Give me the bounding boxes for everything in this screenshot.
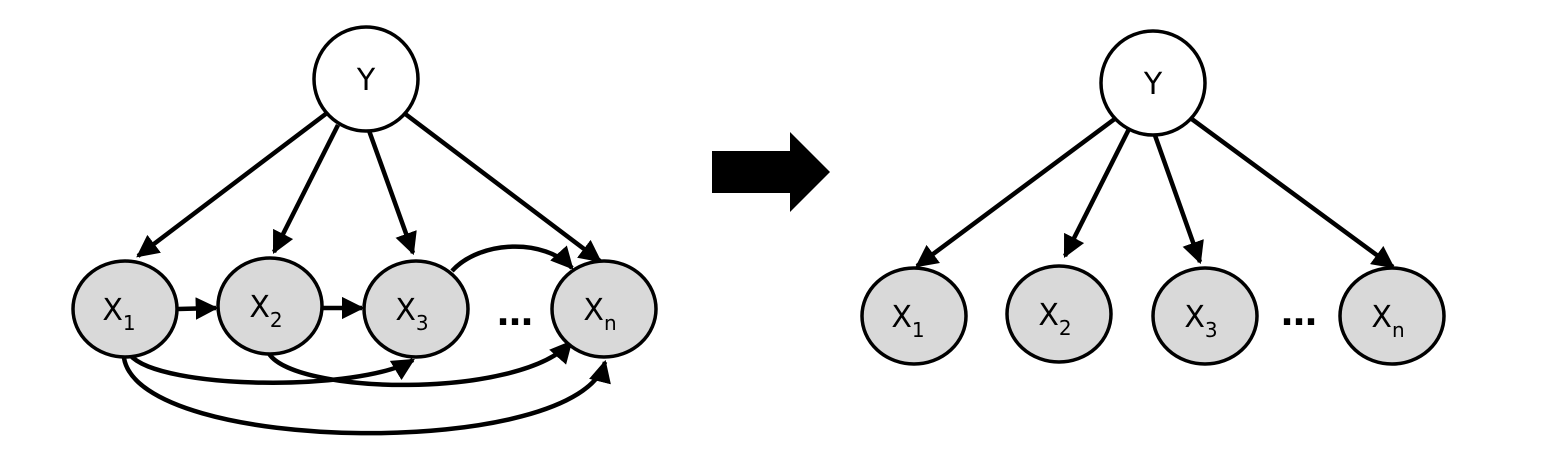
svg-text:X2: X2 [249,290,282,332]
left-edge-y-x2 [271,123,341,255]
svg-text:X3: X3 [1184,300,1217,342]
svg-text:Y: Y [356,63,376,98]
right-node-x2: X2 [1005,264,1113,364]
right-class-edges [915,113,1395,269]
right-node-y: Y [1099,29,1207,137]
right-node-x3: X3 [1151,266,1259,366]
svg-text:X1: X1 [102,293,135,335]
left-edge-x1-x2 [177,297,219,320]
left-edge-x3-xn [450,244,574,273]
right-ellipsis: … [1281,293,1317,334]
left-edge-y-xn [402,111,602,263]
left-node-y: Y [312,25,420,133]
svg-text:Xn: Xn [1371,300,1404,342]
right-edge-y-x1 [915,113,1122,268]
svg-text:X1: X1 [891,300,924,342]
left-edge-y-x1 [136,111,329,258]
svg-text:Y: Y [1143,67,1163,102]
left-edge-y-x3 [364,124,417,256]
left-node-x1: X1 [71,259,179,359]
left-graph: Y X1 X2 X3 Xn … [71,25,658,436]
right-graph: Y X1 X2 X3 Xn … [860,29,1446,366]
svg-text:Xn: Xn [583,293,616,335]
right-node-x1: X1 [860,266,968,366]
left-ellipsis: … [497,293,533,334]
left-class-edges [136,111,602,263]
right-arrow-icon [712,132,830,212]
right-edge-y-x3 [1149,126,1204,265]
svg-text:X2: X2 [1038,298,1071,340]
right-node-xn: Xn [1338,266,1446,366]
left-edge-x1-x3 [128,353,415,385]
left-node-x2: X2 [216,256,324,356]
left-edge-x2-xn [266,340,573,388]
right-edge-y-xn [1187,115,1395,269]
left-node-xn: Xn [550,259,658,359]
right-edge-y-x2 [1062,125,1133,259]
left-feature-edges [121,244,611,436]
svg-text:X3: X3 [395,293,428,335]
left-node-x3: X3 [362,259,470,359]
left-edge-x1-xn [121,357,611,436]
